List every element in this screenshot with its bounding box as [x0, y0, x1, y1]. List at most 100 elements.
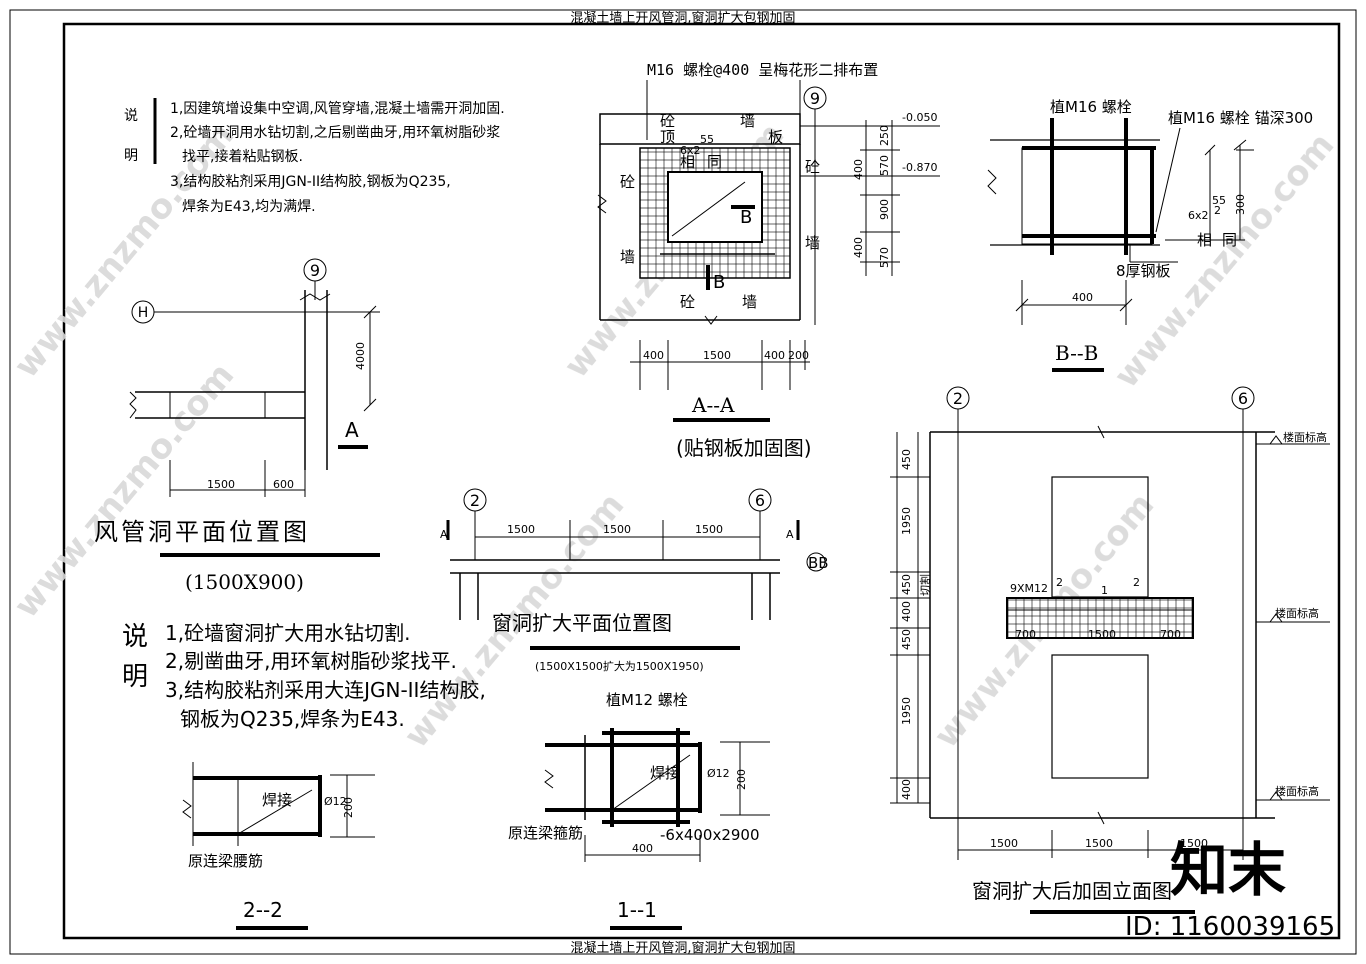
dim-label: 1500 [507, 523, 535, 536]
floor-label: 楼面标高 [1283, 430, 1327, 444]
window-plan: 2 6 A A 1500 1500 1500 BB 窗洞扩大平面位置图 (150… [440, 488, 829, 673]
aa-weld: 6x2 [680, 144, 701, 157]
vdim-label: 450 [900, 574, 913, 595]
section-mark: A [440, 528, 448, 541]
vdim-label: 250 [878, 125, 891, 146]
vdim-label: 400 [852, 237, 865, 258]
rebar-label: 原连梁腰筋 [188, 852, 263, 870]
section22-title: 2--2 [243, 898, 283, 922]
bb-title: B--B [1055, 341, 1098, 365]
aa-label: 墙 [620, 248, 635, 266]
hdim-label: 1500 [990, 837, 1018, 850]
dim-label: 1500 [695, 523, 723, 536]
bb-dim: 300 [1234, 194, 1247, 215]
bb-label: 相 [1197, 231, 1212, 249]
aa-top-note: M16 螺栓@400 呈梅花形二排布置 [647, 61, 878, 79]
bb-label: 同 [1222, 231, 1237, 249]
section-mark: B [740, 207, 752, 228]
beam-dim: 700 [1015, 628, 1036, 641]
bb-dim: 400 [1072, 291, 1093, 304]
label-weld: 焊接 [262, 791, 292, 809]
vdim-label: 400 [900, 601, 913, 622]
axis-label: 6 [755, 491, 765, 510]
outer-frame [9, 9, 1357, 955]
duct-opening-plan: 9 H 4000 A 1500 600 风管洞平面位置图 (1500X900) [94, 258, 380, 594]
vdim-label: 450 [900, 629, 913, 650]
watermark-text: www.znzmo.com [1106, 125, 1342, 395]
aa-label: 砼 [805, 158, 820, 176]
hdim-label: 400 [764, 349, 785, 362]
section-aa: M16 螺栓@400 呈梅花形二排布置 9 砼 墙 顶 板 砼 墙 砼 墙 砼 … [597, 61, 940, 460]
dim-label: Ø12 [707, 767, 730, 780]
dim-label: 1500 [207, 478, 235, 491]
aa-label: 顶 [660, 128, 675, 146]
aa-label: 板 [768, 128, 783, 146]
notes1-line: 焊条为E43,均为满焊. [182, 198, 316, 215]
plan2-subtitle: (1500X1500扩大为1500X1950) [535, 659, 704, 673]
notes2-line: 1,砼墙窗洞扩大用水钻切割. [165, 621, 410, 645]
floor-label: 楼面标高 [1275, 784, 1319, 798]
vdim-label: 400 [900, 779, 913, 800]
vdim-label: 900 [878, 199, 891, 220]
section-22: 焊接 Ø12 200 原连梁腰筋 2--2 [182, 762, 375, 930]
dim-label: 200 [735, 769, 748, 790]
section-mark: A [786, 528, 794, 541]
inner-frame [62, 22, 1341, 940]
footer-title: 混凝土墙上开风管洞,窗洞扩大包钢加固 [570, 940, 795, 956]
dim-label: 600 [273, 478, 294, 491]
aa-label: 砼 [620, 173, 635, 191]
aa-title: A--A [691, 393, 735, 417]
notes-block-2: 说 明 1,砼墙窗洞扩大用水钻切割. 2,剔凿曲牙,用环氧树脂砂浆找平. 3,结… [122, 621, 486, 731]
axis-label: 2 [953, 389, 963, 408]
aa-label: 墙 [740, 112, 755, 130]
plan1-title: 风管洞平面位置图 [94, 518, 310, 546]
aa-subtitle: (贴钢板加固图) [676, 436, 812, 460]
notes1-line: 找平,接着粘贴钢板. [182, 148, 303, 165]
notes2-line: 钢板为Q235,焊条为E43. [180, 707, 405, 731]
notes-block-1: 说 明 1,因建筑增设集中空调,风管穿墙,混凝土墙需开洞加固. 2,砼墙开洞用水… [124, 98, 505, 215]
dim-label: 4000 [354, 342, 367, 370]
dim-label: 200 [342, 797, 355, 818]
bb-plate: 8厚钢板 [1116, 262, 1171, 280]
dim-label: 1500 [603, 523, 631, 536]
axis-label: 9 [310, 261, 320, 280]
aa-label: 砼 [660, 112, 675, 130]
notes1-line: 1,因建筑增设集中空调,风管穿墙,混凝土墙需开洞加固. [170, 100, 505, 117]
beam-dim: 700 [1160, 628, 1181, 641]
bb-weld: 6x2 [1188, 209, 1209, 222]
axis-label: 9 [810, 89, 820, 108]
aa-weld: 55 [700, 133, 714, 146]
cut-label: 切割 [918, 574, 932, 596]
hdim-label: 200 [788, 349, 809, 362]
bolt-label: 植M12 螺栓 [606, 691, 688, 709]
label-weld: 焊接 [650, 764, 680, 782]
notes1-heading: 明 [124, 148, 138, 164]
vdim-label: 1950 [900, 697, 913, 725]
hdim-label: 400 [643, 349, 664, 362]
hdim-label: 1500 [703, 349, 731, 362]
plan2-title: 窗洞扩大平面位置图 [492, 611, 672, 635]
vdim-label: 400 [852, 159, 865, 180]
notes2-heading: 明 [122, 662, 148, 692]
aa-label: 砼 [680, 293, 695, 311]
notes2-line: 2,剔凿曲牙,用环氧树脂砂浆找平. [165, 649, 457, 673]
mark-label: 2 [1133, 576, 1140, 589]
brand-id: ID: 1160039165 [1125, 912, 1335, 942]
bb-label: 植M16 螺栓 锚深300 [1168, 109, 1313, 127]
axis-label: 6 [1238, 389, 1248, 408]
hdim-label: 1500 [1180, 837, 1208, 850]
aa-label: 相 [680, 153, 695, 171]
elev-label: -0.050 [902, 111, 937, 124]
notes2-line: 3,结构胶粘剂采用大连JGN-II结构胶, [165, 678, 486, 702]
floor-label: 楼面标高 [1275, 606, 1319, 620]
section-mark: A [345, 418, 359, 442]
bb-label: 植M16 螺栓 [1050, 98, 1132, 116]
plan1-subtitle: (1500X900) [185, 570, 304, 594]
plate-label: -6x400x2900 [660, 826, 760, 844]
rebar-label: 9XM12 [1010, 582, 1048, 595]
axis-label: H [138, 305, 149, 321]
mark-label: 1 [1101, 584, 1108, 597]
beam-dim: 1500 [1088, 628, 1116, 641]
section-bb: 植M16 螺栓 植M16 螺栓 锚深300 8厚钢板 55 300 6x2 2 … [987, 98, 1313, 372]
